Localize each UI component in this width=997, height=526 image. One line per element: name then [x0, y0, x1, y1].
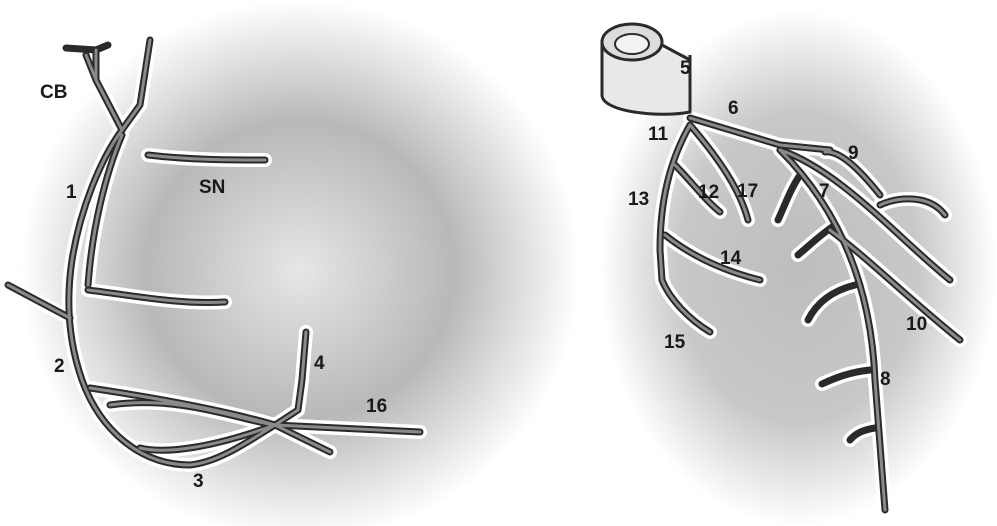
- label-1: 1: [66, 182, 77, 203]
- label-15: 15: [664, 332, 686, 353]
- label-6: 6: [728, 98, 739, 119]
- label-12: 12: [698, 182, 719, 203]
- label-3: 3: [193, 471, 204, 492]
- label-17: 17: [737, 181, 758, 202]
- label-4: 4: [314, 353, 325, 374]
- label-11: 11: [648, 124, 669, 145]
- left-background-shade: [20, 0, 580, 526]
- label-16: 16: [366, 396, 387, 417]
- left-panel: CB SN 1 2 3 4 16: [8, 0, 580, 526]
- label-7: 7: [819, 181, 830, 202]
- label-cb: CB: [40, 82, 67, 103]
- label-5: 5: [680, 58, 691, 79]
- right-panel: 5 6 7 8 9 10 11 12 13 14 15 17: [600, 10, 997, 526]
- label-14: 14: [720, 248, 742, 269]
- label-sn: SN: [199, 177, 225, 198]
- label-13: 13: [628, 189, 649, 210]
- label-2: 2: [54, 356, 65, 377]
- label-10: 10: [906, 314, 927, 335]
- label-8: 8: [880, 369, 891, 390]
- label-9: 9: [848, 143, 859, 164]
